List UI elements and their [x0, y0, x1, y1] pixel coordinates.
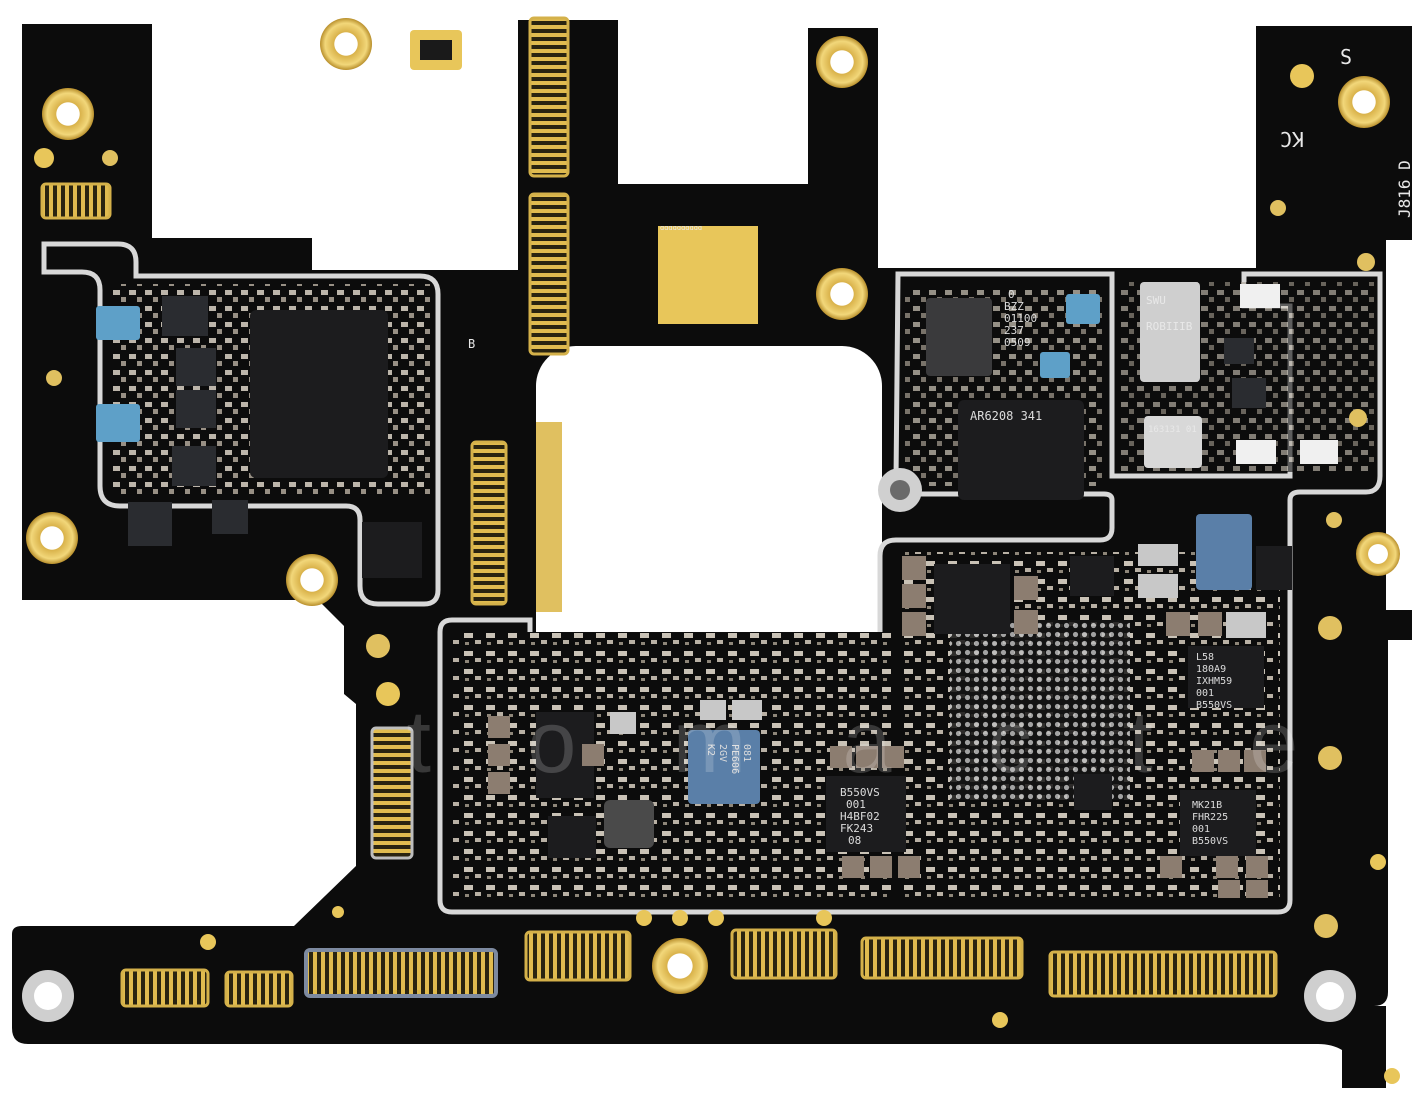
silk-letter-b: B: [468, 337, 475, 351]
chip-b550-right: [1180, 790, 1256, 856]
connector-bottom-6: [860, 936, 1024, 980]
svg-text:01100: 01100: [1004, 312, 1037, 325]
svg-text:B550VS: B550VS: [1192, 836, 1228, 847]
shielded-module: [1140, 282, 1200, 382]
silk-tiny-code: ɑɑɑɑɑɑɑɑɑɑ: [660, 224, 702, 232]
chip-small-8: [1224, 338, 1254, 364]
silver-standoffs: [22, 468, 1356, 1022]
chip-pmic-left: [934, 564, 1010, 634]
chip-small-7: [362, 522, 422, 578]
chip-blue-upper-right: [1196, 514, 1252, 590]
chip-ar6208: [958, 400, 1084, 500]
power-inductors: [488, 556, 1268, 898]
chip-b550-center: [826, 776, 906, 852]
gold-thermal-pad: [658, 226, 758, 324]
svg-text:2GV: 2GV: [717, 744, 728, 762]
svg-text:0: 0: [1008, 288, 1015, 301]
white-chip-3: [1300, 440, 1338, 464]
connector-top-2: [528, 192, 570, 356]
svg-text:237: 237: [1004, 324, 1024, 337]
connector-bottom-3: [304, 948, 498, 998]
svg-text:BZZ: BZZ: [1004, 300, 1024, 313]
connector-small-left: [40, 182, 112, 220]
silk-board-id: J816 D: [1395, 160, 1414, 218]
chip-b550-upper-label: L58 180A9 IXHM59 001 B550VS: [1196, 652, 1232, 711]
silk-letter-kc: KC: [1280, 127, 1304, 151]
svg-text:B550VS: B550VS: [1196, 700, 1232, 711]
chip-small-3: [176, 390, 216, 428]
connector-mid: [470, 440, 508, 606]
chip-bottom-2: [548, 816, 596, 858]
chip-small-5: [128, 502, 172, 546]
rf-test-connectors: [46, 150, 1375, 938]
chip-small-2: [176, 348, 216, 386]
small-gold-pads: [34, 64, 1400, 1084]
svg-text:IXHM59: IXHM59: [1196, 676, 1232, 687]
chip-small-4: [172, 446, 216, 486]
chip-b550-upper: [1188, 646, 1264, 708]
chip-black-right: [1256, 546, 1292, 590]
svg-text:001: 001: [846, 798, 866, 811]
soc-chip: [250, 310, 388, 478]
bga-dot-field: [950, 620, 1130, 800]
blue-chip-2: [96, 404, 140, 442]
svg-text:B550VS: B550VS: [840, 786, 880, 799]
connector-top-1: [528, 16, 570, 178]
chip-pe606: [688, 730, 760, 804]
svg-text:FHR225: FHR225: [1192, 812, 1228, 823]
chip-b550-center-label: B550VS 001 H4BF02 FK243 08: [840, 786, 880, 847]
chip-ar6208-label: AR6208 341: [970, 409, 1042, 423]
connector-left-vertical: [370, 726, 414, 860]
silk-letter-s: S: [1340, 45, 1352, 69]
chip-0509-label: 0 BZZ 01100 237 0509: [1004, 288, 1037, 349]
svg-text:PE606: PE606: [729, 744, 740, 774]
shield-frame-left: [41, 241, 441, 607]
mic-port: [420, 40, 452, 60]
connector-bottom-1: [120, 968, 210, 1008]
svg-text:001: 001: [1192, 824, 1210, 835]
chip-b550-right-label: MK21B FHR225 001 B550VS: [1192, 800, 1228, 847]
svg-text:FK243: FK243: [840, 822, 873, 835]
chip-0509: [926, 298, 992, 376]
svg-text:001: 001: [1196, 688, 1214, 699]
white-passives: [610, 544, 1266, 734]
chip-163131-label: 163131 01: [1148, 425, 1197, 435]
chip-pe606-label: 081 PE606 2GV K2: [705, 744, 752, 774]
white-chip-1: [1240, 284, 1280, 308]
shield-frame-right-top: [437, 271, 1383, 915]
blue-chip-3: [1066, 294, 1100, 324]
chip-inductor: [604, 800, 654, 848]
chip-bottom-3: [1074, 774, 1112, 810]
chip-small-9: [1232, 378, 1266, 408]
svg-text:180A9: 180A9: [1196, 664, 1226, 675]
screw-holes: [26, 18, 1400, 994]
svg-text:H4BF02: H4BF02: [840, 810, 880, 823]
connector-bottom-4: [524, 930, 632, 982]
module-label-2: ROBIIIB: [1146, 320, 1193, 333]
white-chip-2: [1236, 440, 1276, 464]
svg-text:MK21B: MK21B: [1192, 800, 1222, 811]
module-label-1: SWU: [1146, 294, 1166, 307]
cutout-gold-edge-left: [536, 422, 562, 612]
chip-pmic-right: [1070, 556, 1114, 596]
connector-bottom-7: [1048, 950, 1278, 998]
svg-text:0509: 0509: [1004, 336, 1031, 349]
chip-163131: [1144, 416, 1202, 468]
blue-chip-1: [96, 306, 140, 340]
chip-small-6: [212, 500, 248, 534]
board-cutout: [536, 346, 882, 682]
connector-bottom-5: [730, 928, 838, 980]
connector-bottom-2: [224, 970, 294, 1008]
watermark-text: i c t o m a c t e: [150, 692, 1334, 791]
blue-chip-4: [1040, 352, 1070, 378]
svg-text:L58: L58: [1196, 652, 1214, 663]
svg-text:K2: K2: [705, 744, 716, 756]
smd-zone-bottom: [452, 632, 892, 902]
chip-small-1: [162, 296, 208, 336]
svg-text:08: 08: [848, 834, 861, 847]
svg-text:081: 081: [741, 744, 752, 762]
